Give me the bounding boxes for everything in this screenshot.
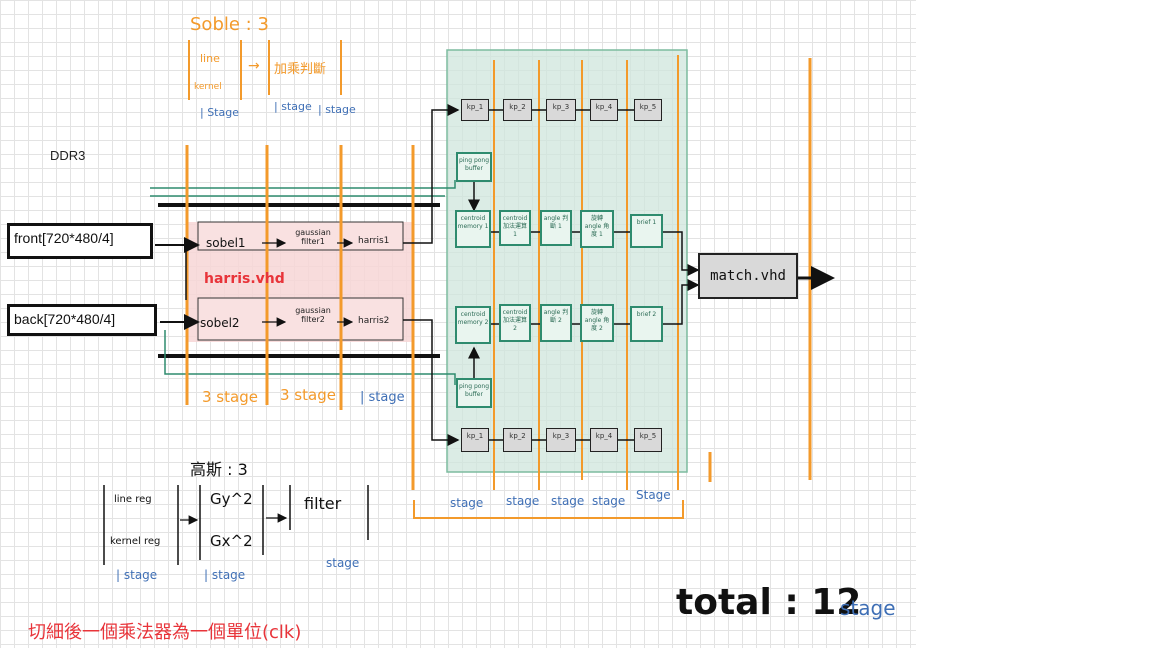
pipeline-stage-label: stage bbox=[592, 494, 626, 508]
angle-judge-1: angle 判斷 1 bbox=[540, 210, 572, 246]
ddr3-label: DDR3 bbox=[50, 148, 86, 163]
pipeline-stage-label: stage bbox=[551, 494, 585, 508]
harris-stage-label: 3 stage bbox=[202, 388, 258, 406]
sobel2-block: sobel2 bbox=[200, 316, 240, 330]
pingpong-bottom: ping pong buffer bbox=[456, 378, 492, 408]
sobel-note-arrow: → bbox=[248, 58, 260, 74]
match-vhd-block: match.vhd bbox=[698, 253, 798, 299]
kp-top-block: kp_5 bbox=[634, 99, 662, 121]
kp-bottom-block: kp_4 bbox=[590, 428, 618, 452]
sobel-note-bar bbox=[268, 40, 270, 95]
gaussian2-block: gaussian filter2 bbox=[295, 306, 331, 324]
back-input: back[720*480/4] bbox=[7, 304, 157, 336]
harris-module-name: harris.vhd bbox=[204, 271, 285, 287]
sobel-note-title: Soble : 3 bbox=[190, 14, 269, 35]
brief-2: brief 2 bbox=[630, 306, 663, 342]
sobel1-block: sobel1 bbox=[206, 236, 246, 250]
pipeline-stage-label: stage bbox=[506, 494, 540, 508]
centroid-memory-2: centroid memory 2 bbox=[455, 306, 491, 344]
kp-bottom-block: kp_3 bbox=[546, 428, 576, 452]
harris2-block: harris2 bbox=[358, 316, 390, 326]
gauss-note-filter: filter bbox=[304, 494, 342, 513]
angle-judge-2: angle 判斷 2 bbox=[540, 304, 572, 342]
gauss-note-gx2: Gx^2 bbox=[210, 532, 253, 550]
centroid-add-2: centroid 加法運算 2 bbox=[499, 304, 531, 342]
kp-bottom-block: kp_5 bbox=[634, 428, 662, 452]
kp-bottom-block: kp_1 bbox=[461, 428, 489, 452]
harris-stage-label: 3 stage bbox=[280, 386, 336, 404]
kp-top-block: kp_3 bbox=[546, 99, 576, 121]
centroid-add-1: centroid 加法運算 1 bbox=[499, 210, 531, 246]
sobel-note-bar bbox=[340, 40, 342, 95]
sobel-note-bar bbox=[188, 40, 190, 100]
kp-top-block: kp_2 bbox=[503, 99, 532, 121]
pipeline-stage-label: Stage bbox=[636, 488, 671, 502]
brief-1: brief 1 bbox=[630, 214, 663, 248]
rotate-angle-2: 旋轉 angle 角度 2 bbox=[580, 304, 614, 342]
kp-bottom-block: kp_2 bbox=[503, 428, 532, 452]
harris-stage-label: | stage bbox=[360, 390, 405, 405]
sobel-stage-label: | stage bbox=[318, 103, 356, 116]
total-label: total : 12 bbox=[676, 582, 862, 623]
kp-top-block: kp_1 bbox=[461, 99, 489, 121]
pingpong-top: ping pong buffer bbox=[456, 152, 492, 182]
gauss-stage-label: | stage bbox=[116, 568, 158, 582]
harris1-block: harris1 bbox=[358, 236, 390, 246]
front-input: front[720*480/4] bbox=[7, 223, 153, 259]
gauss-stage-label: | stage bbox=[204, 568, 246, 582]
total-unit: stage bbox=[840, 596, 896, 620]
rotate-angle-1: 旋轉 angle 角度 1 bbox=[580, 210, 614, 248]
sobel-note-line: line bbox=[200, 52, 220, 65]
sobel-note-calc: 加乘判斷 bbox=[274, 62, 327, 77]
gauss-stage-label: stage bbox=[326, 556, 360, 570]
sobel-stage-label: | Stage bbox=[200, 106, 239, 119]
kp-top-block: kp_4 bbox=[590, 99, 618, 121]
sobel-note-bar bbox=[240, 40, 242, 100]
gauss-note-line-reg: line reg bbox=[114, 494, 152, 505]
gauss-note-gy2: Gy^2 bbox=[210, 490, 253, 508]
pipeline-stage-label: stage bbox=[450, 496, 484, 510]
gauss-note-kernel-reg: kernel reg bbox=[110, 536, 161, 547]
sobel-stage-label: | stage bbox=[274, 100, 312, 113]
gauss-note-title: 高斯 : 3 bbox=[190, 460, 248, 479]
sobel-note-kernel: kernel bbox=[194, 82, 222, 92]
gaussian1-block: gaussian filter1 bbox=[295, 228, 331, 246]
bottom-note: 切細後一個乘法器為一個單位(clk) bbox=[28, 622, 302, 643]
centroid-memory-1: centroid memory 1 bbox=[455, 210, 491, 248]
